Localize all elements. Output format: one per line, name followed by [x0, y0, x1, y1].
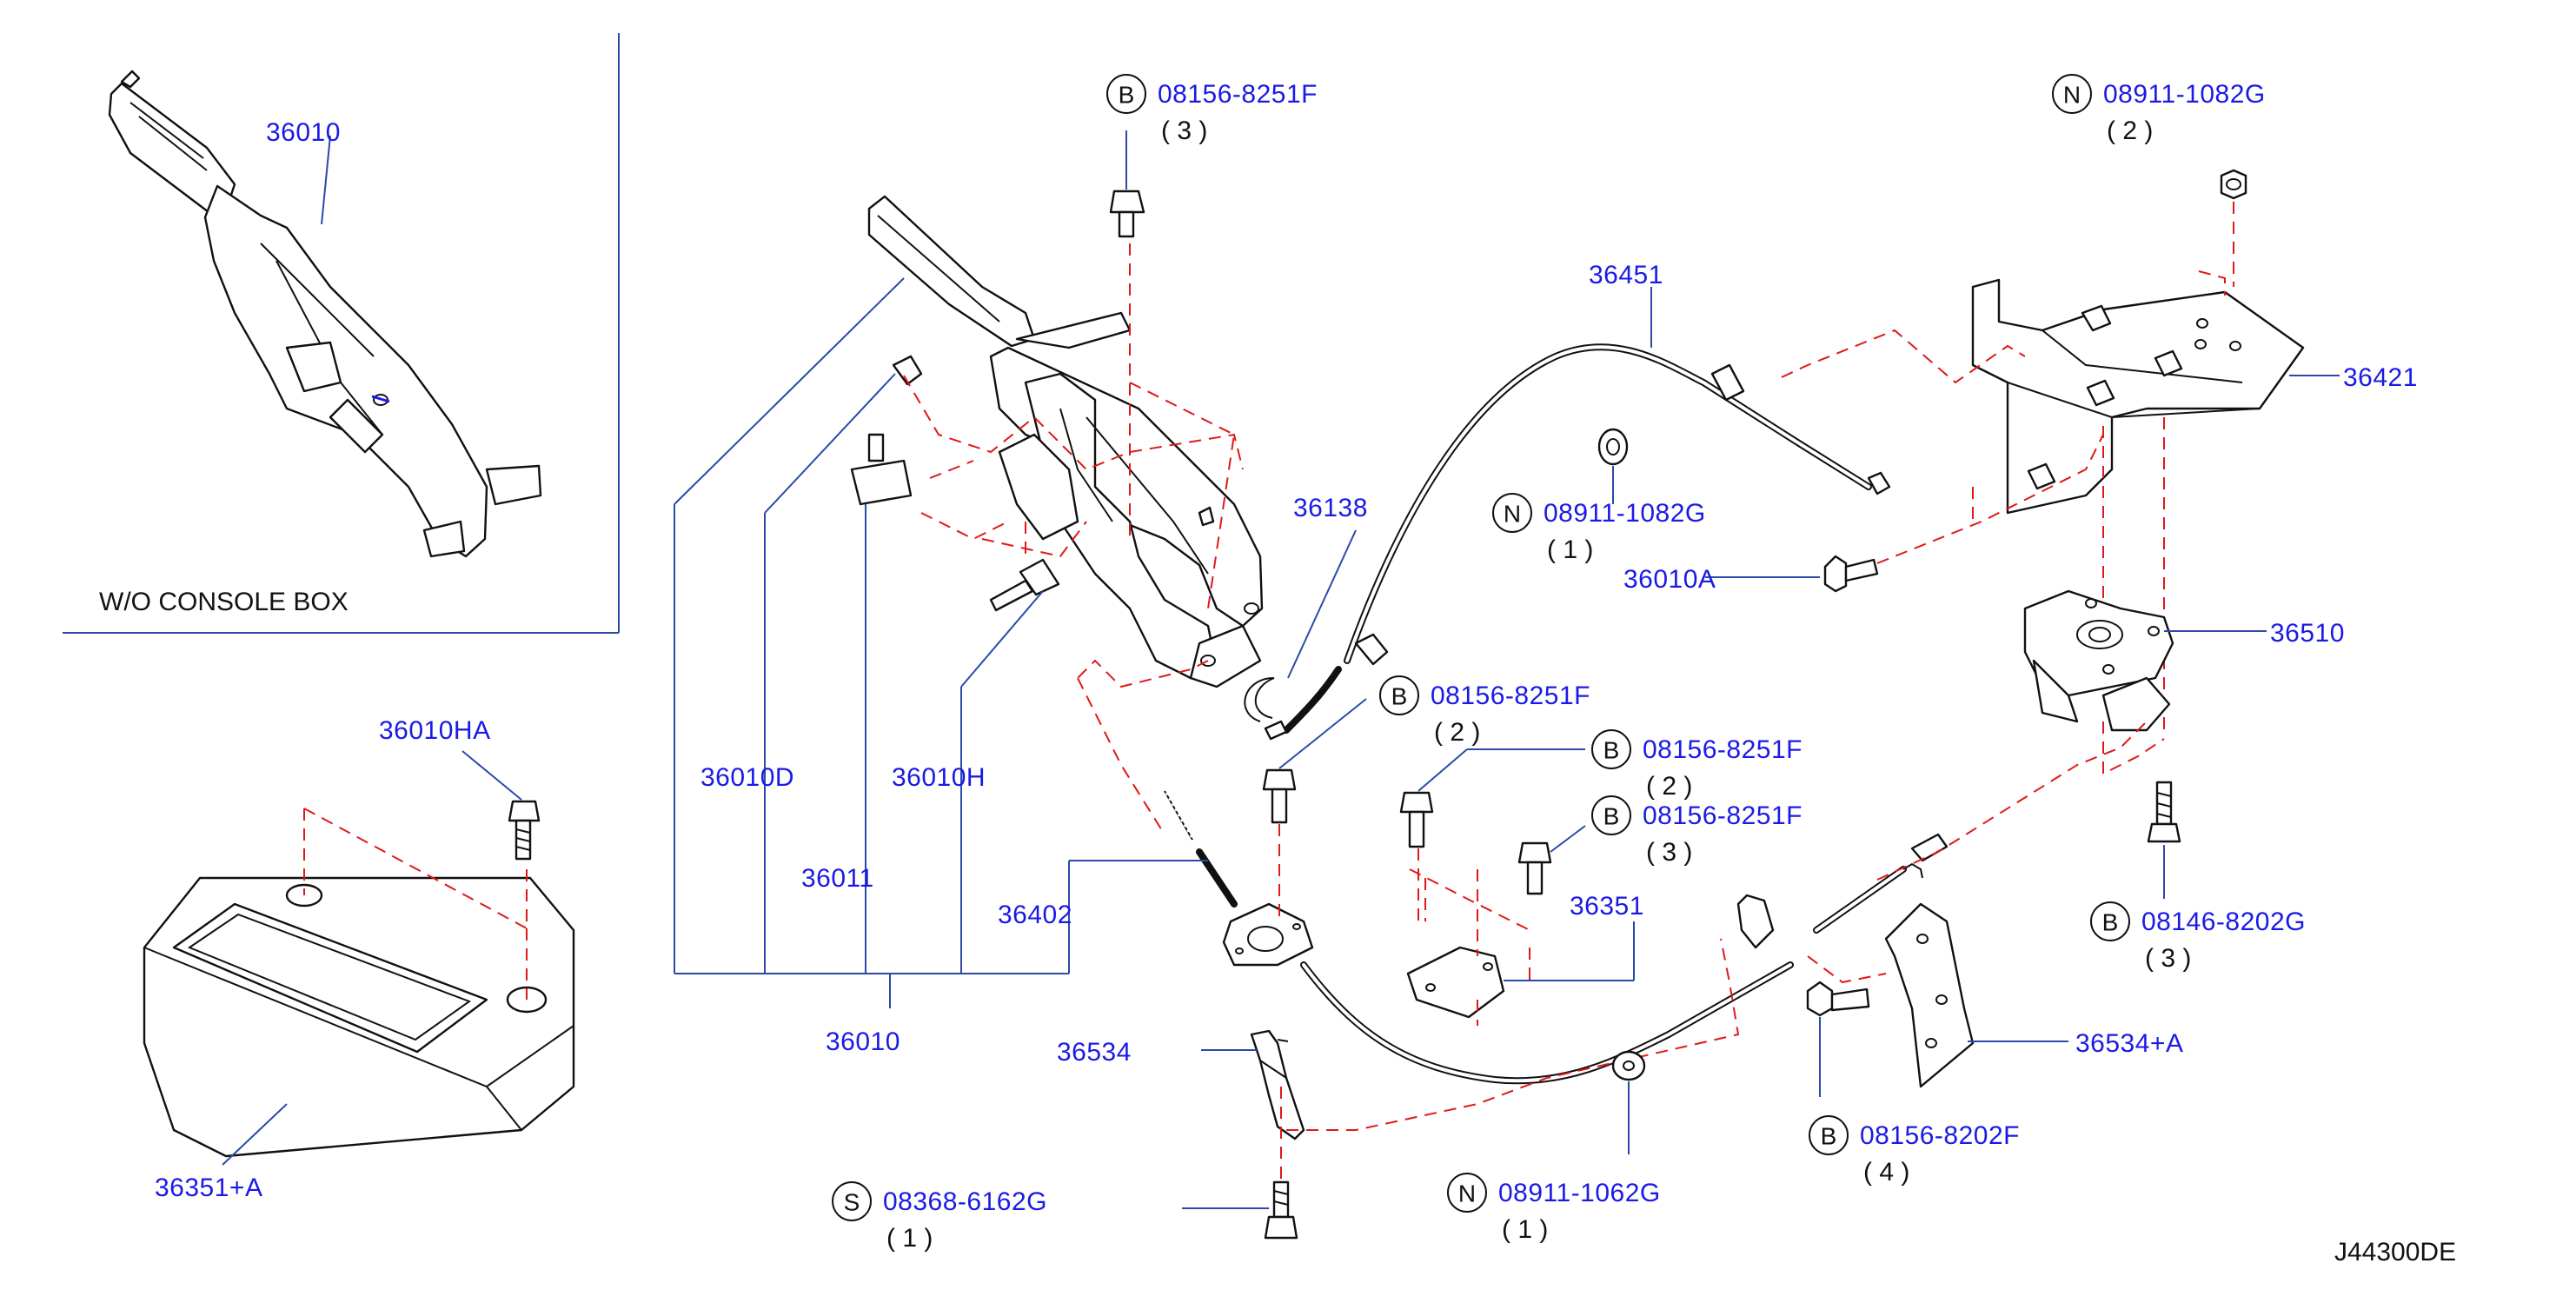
- label-36402: 36402: [998, 901, 1072, 929]
- clip-36010D: [764, 355, 923, 514]
- callout-s-low: S 08368-6162G ( 1 ): [832, 1181, 1047, 1253]
- bracket-36421: [1971, 278, 2305, 515]
- callout-part: 08911-1082G: [2103, 80, 2266, 109]
- diagram-code: J44300DE: [2334, 1238, 2456, 1267]
- callout-b-mid3: B 08156-8251F ( 3 ): [1591, 795, 1803, 867]
- guide-36351: [1406, 868, 1530, 1026]
- callout-b-right: B 08146-8202G ( 3 ): [2090, 901, 2306, 973]
- console-box: [143, 808, 575, 1158]
- callout-b-mid2: B 08156-8251F ( 2 ): [1591, 729, 1803, 801]
- callout-part: 08911-1082G: [1544, 499, 1706, 528]
- label-36534: 36534: [1057, 1038, 1132, 1067]
- inset-note: W/O CONSOLE BOX: [99, 588, 349, 616]
- callout-letter: B: [1119, 82, 1135, 109]
- callout-qty: ( 2 ): [2107, 116, 2153, 145]
- callout-letter: B: [2102, 909, 2119, 936]
- callout-n-top: N 08911-1082G ( 2 ): [2052, 74, 2266, 145]
- label-36010H: 36010H: [892, 763, 986, 792]
- lever-leader-tree: [674, 277, 1208, 1008]
- callout-part: 08156-8202F: [1860, 1121, 2020, 1150]
- bolt-top: [1109, 190, 1145, 238]
- callout-qty: ( 3 ): [1161, 116, 1207, 145]
- brake-lever-assembly: [867, 195, 1264, 688]
- callout-letter: B: [1603, 737, 1620, 764]
- callout-part: 08146-8202G: [2141, 908, 2306, 936]
- nut-top: [2220, 169, 2247, 200]
- callout-qty: ( 3 ): [2145, 944, 2191, 973]
- bolt-mid2: [1399, 791, 1434, 848]
- label-36010: 36010: [826, 1027, 900, 1056]
- callout-n-low: N 08911-1062G ( 1 ): [1447, 1173, 1661, 1244]
- callout-part: 08911-1062G: [1498, 1179, 1661, 1207]
- callout-b-low: B 08156-8202F ( 4 ): [1809, 1115, 2020, 1187]
- callout-b-top: B 08156-8251F ( 3 ): [1106, 74, 1318, 145]
- callout-letter: B: [1603, 803, 1620, 830]
- front-cable-36402: [1164, 790, 1949, 1085]
- callout-qty: ( 4 ): [1863, 1158, 1909, 1187]
- callout-qty: ( 1 ): [886, 1224, 933, 1253]
- callout-part: 08368-6162G: [883, 1187, 1047, 1216]
- inset-part-label: 36010: [266, 118, 341, 147]
- label-36351A: 36351+A: [155, 1174, 262, 1202]
- bracket-36011: [850, 433, 913, 974]
- rear-cable-36451: [1244, 343, 1891, 741]
- bolt-low-b: [1806, 981, 1870, 1017]
- callout-letter: S: [844, 1189, 860, 1216]
- label-36510: 36510: [2270, 619, 2345, 648]
- callout-b-mid1: B 08156-8251F ( 2 ): [1379, 675, 1590, 747]
- callout-part: 08156-8251F: [1431, 682, 1590, 710]
- callout-part: 08156-8251F: [1643, 735, 1803, 764]
- bolt-mid3: [1517, 841, 1552, 895]
- label-36421: 36421: [2343, 363, 2418, 392]
- callout-qty: ( 2 ): [1434, 718, 1480, 747]
- bolt-right: [2147, 781, 2181, 843]
- bolt-36010HA: [508, 800, 541, 861]
- nut-mid: [1597, 428, 1629, 466]
- bracket-36534: [1250, 1029, 1305, 1140]
- callout-qty: ( 2 ): [1646, 772, 1692, 801]
- label-36138: 36138: [1293, 494, 1368, 522]
- label-36010D: 36010D: [700, 763, 794, 792]
- label-36011: 36011: [801, 864, 874, 893]
- bracket-36534A: [1884, 902, 1975, 1088]
- bolt-36010A: [1823, 555, 1879, 593]
- inset-frame: [63, 33, 620, 634]
- callout-qty: ( 1 ): [1547, 535, 1593, 564]
- label-36010A: 36010A: [1623, 565, 1716, 594]
- callout-letter: B: [1391, 683, 1408, 710]
- callout-part: 08156-8251F: [1643, 801, 1803, 830]
- bolt-mid1: [1262, 768, 1297, 824]
- callout-qty: ( 3 ): [1646, 838, 1692, 867]
- callout-n-mid: N 08911-1082G ( 1 ): [1492, 493, 1706, 564]
- callout-letter: N: [1458, 1180, 1476, 1207]
- equalizer-36510: [2023, 589, 2174, 732]
- bolt-low-s: [1264, 1180, 1298, 1240]
- pin-36010H: [960, 558, 1060, 688]
- inset-brake-lever: 36010 W/O CONSOLE BOX: [99, 70, 542, 616]
- callout-letter: N: [1504, 501, 1521, 528]
- callout-letter: B: [1821, 1123, 1837, 1150]
- label-36010HA: 36010HA: [379, 716, 491, 745]
- label-36451: 36451: [1589, 261, 1663, 289]
- callout-letter: N: [2063, 82, 2081, 109]
- label-36351: 36351: [1570, 892, 1644, 921]
- callout-qty: ( 1 ): [1502, 1215, 1548, 1244]
- washer-low: [1611, 1050, 1646, 1081]
- callout-part: 08156-8251F: [1158, 80, 1318, 109]
- label-36534A: 36534+A: [2075, 1029, 2183, 1058]
